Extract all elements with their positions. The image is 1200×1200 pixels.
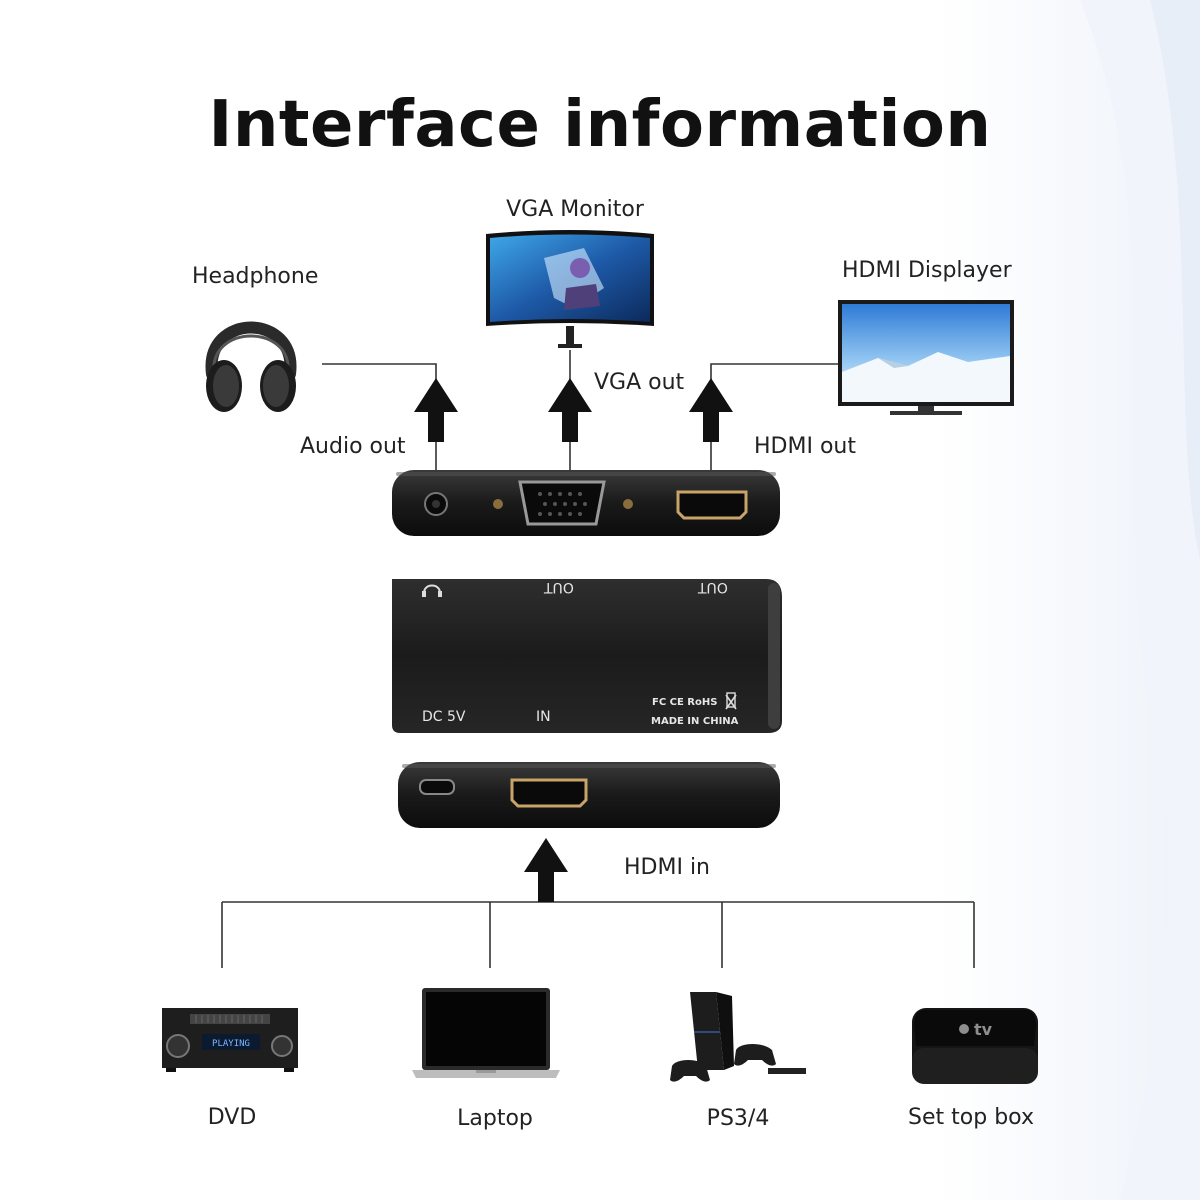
- vga-monitor-icon: [484, 228, 656, 352]
- vga-out-label: VGA out: [594, 370, 684, 395]
- vga-out-engraving: OUT: [544, 579, 574, 595]
- dvd-label: DVD: [208, 1105, 257, 1130]
- adapter-output-side: [390, 466, 782, 540]
- audio-out-arrow: [414, 378, 458, 442]
- ps4-icon: [668, 988, 808, 1088]
- hdmi-out-port: [678, 492, 746, 518]
- set-top-box-icon: tv: [910, 1006, 1040, 1086]
- headphone-label: Headphone: [192, 264, 318, 289]
- dvd-display-text: PLAYING: [212, 1039, 250, 1049]
- vga-port: [520, 482, 604, 524]
- ps-label: PS3/4: [707, 1106, 770, 1131]
- hdmi-tv-icon: [838, 300, 1014, 418]
- audio-out-label: Audio out: [300, 434, 406, 459]
- micro-usb-port: [420, 780, 454, 794]
- hdmi-displayer-label: HDMI Displayer: [842, 258, 1012, 283]
- adapter-top: OUT OUT DC 5V IN FC CE RoHS MADE IN CHIN…: [390, 575, 784, 737]
- hdmi-out-arrow: [689, 378, 733, 442]
- hdmi-out-engraving: OUT: [698, 579, 728, 595]
- vga-monitor-label: VGA Monitor: [506, 197, 644, 222]
- made-in-engraving: MADE IN CHINA: [651, 716, 738, 727]
- vga-out-arrow: [548, 378, 592, 442]
- cert-marks: FC CE RoHS: [652, 697, 717, 708]
- adapter-input-side: [396, 758, 782, 832]
- dvd-player-icon: PLAYING: [162, 1006, 298, 1072]
- settop-label: Set top box: [908, 1105, 1034, 1130]
- laptop-icon: [412, 988, 560, 1078]
- hdmi-in-port: [512, 780, 586, 806]
- dc-5v-engraving: DC 5V: [422, 709, 466, 725]
- hdmi-in-arrow: [524, 838, 568, 902]
- tv-logo-text: tv: [974, 1020, 993, 1039]
- headphones-icon: [196, 292, 306, 418]
- laptop-label: Laptop: [457, 1106, 533, 1131]
- hdmi-in-label: HDMI in: [624, 855, 710, 880]
- hdmi-out-label: HDMI out: [754, 434, 856, 459]
- in-engraving: IN: [536, 709, 551, 725]
